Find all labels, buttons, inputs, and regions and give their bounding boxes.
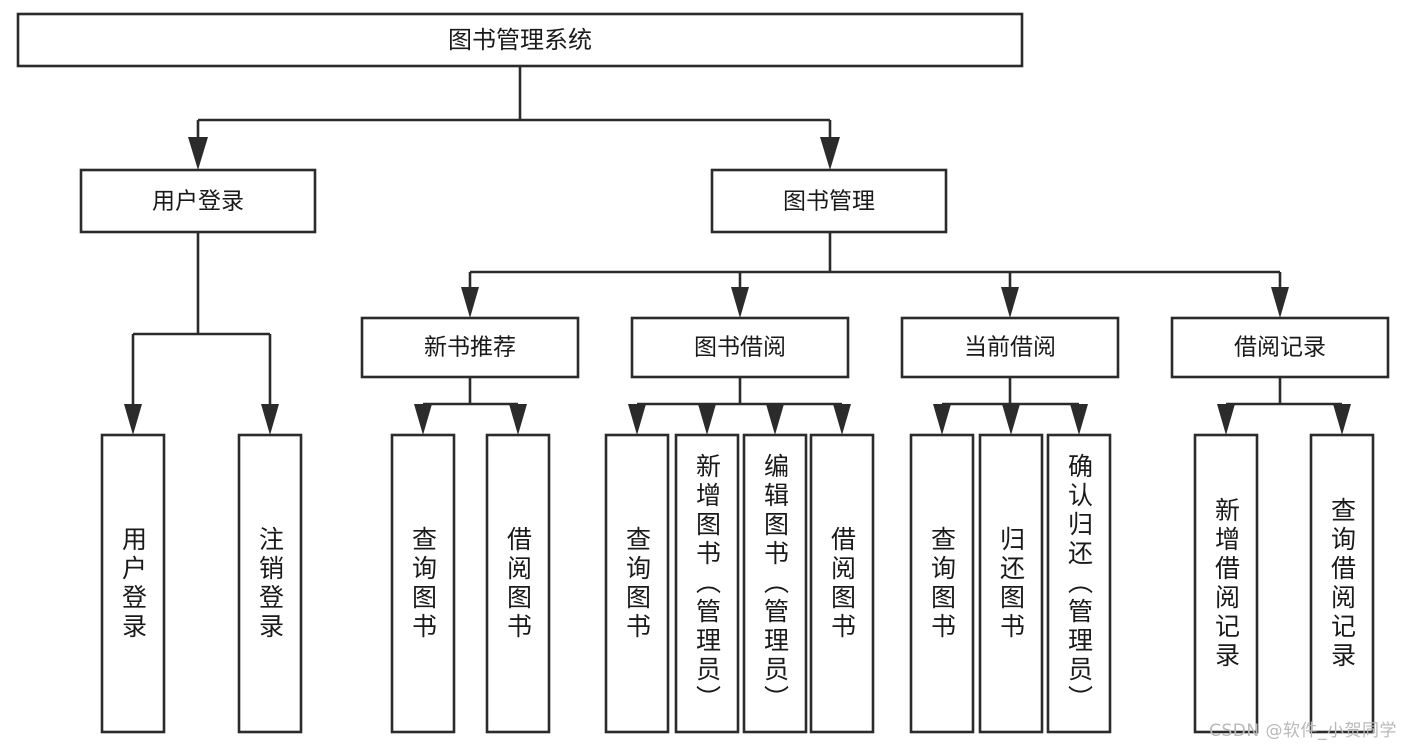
connector-group-root xyxy=(188,66,840,170)
connector-group-borrow-record xyxy=(1217,377,1351,435)
arrow-head-book-borrow xyxy=(731,287,749,318)
arrow-head-leaf-cb-3 xyxy=(1070,404,1088,435)
node-user-login-label: 用户登录 xyxy=(152,189,244,215)
leaf-box-nbr-2[interactable] xyxy=(485,433,551,734)
node-book-borrow[interactable]: 图书借阅 xyxy=(630,316,850,379)
node-current-borrow-box[interactable] xyxy=(900,316,1120,379)
node-current-borrow-label: 当前借阅 xyxy=(964,335,1056,361)
leaf-box-bb-4[interactable] xyxy=(809,433,875,734)
arrow-head-leaf-bb-1 xyxy=(628,404,646,435)
arrow-head-leaf-bb-2 xyxy=(698,404,716,435)
csdn-watermark: CSDN @软件_小贺同学 xyxy=(1209,721,1397,741)
arrow-head-leaf-cb-1 xyxy=(933,404,951,435)
arrow-head-leaf-user-login-1 xyxy=(124,404,142,435)
node-book-borrow-box[interactable] xyxy=(630,316,850,379)
node-book-borrow-label: 图书借阅 xyxy=(694,335,786,361)
arrow-head-leaf-user-login-2 xyxy=(261,404,279,435)
node-new-book-recommend-box[interactable] xyxy=(360,316,580,379)
arrow-head-leaf-br-2 xyxy=(1333,404,1351,435)
node-new-book-recommend-label: 新书推荐 xyxy=(424,335,516,361)
leaf-box-br-2[interactable] xyxy=(1309,433,1375,734)
node-root-box[interactable] xyxy=(16,12,1024,68)
node-root[interactable]: 图书管理系统 xyxy=(16,12,1024,68)
arrow-head-leaf-nbr-1 xyxy=(414,404,432,435)
node-root-label: 图书管理系统 xyxy=(448,26,592,54)
connector-group-user-login xyxy=(124,232,279,435)
node-book-management-box[interactable] xyxy=(710,168,948,234)
node-book-management[interactable]: 图书管理 xyxy=(710,168,948,234)
leaf-box-user-login-2[interactable] xyxy=(237,433,303,734)
leaf-box-br-1[interactable] xyxy=(1193,433,1259,734)
arrow-head-current-borrow xyxy=(1001,287,1019,318)
leaf-box-nbr-1[interactable] xyxy=(390,433,456,734)
node-borrow-record[interactable]: 借阅记录 xyxy=(1170,316,1390,379)
connector-group-book-mgmt xyxy=(461,232,1289,318)
arrow-head-leaf-nbr-2 xyxy=(509,404,527,435)
leaf-box-cb-1[interactable] xyxy=(909,433,975,734)
node-user-login[interactable]: 用户登录 xyxy=(79,168,317,234)
node-user-login-box[interactable] xyxy=(79,168,317,234)
node-book-management-label: 图书管理 xyxy=(783,189,875,215)
arrow-head-leaf-bb-4 xyxy=(833,404,851,435)
node-borrow-record-label: 借阅记录 xyxy=(1234,335,1326,361)
connector-group-new-book-recommend xyxy=(414,377,527,435)
leaf-box-bb-3[interactable] xyxy=(742,433,808,734)
node-new-book-recommend[interactable]: 新书推荐 xyxy=(360,316,580,379)
node-current-borrow[interactable]: 当前借阅 xyxy=(900,316,1120,379)
arrow-head-leaf-cb-2 xyxy=(1002,404,1020,435)
arrow-head-leaf-br-1 xyxy=(1217,404,1235,435)
arrow-head-borrow-record xyxy=(1271,287,1289,318)
arrow-head-leaf-bb-3 xyxy=(766,404,784,435)
arrow-head-new-book-recommend xyxy=(461,287,479,318)
leaf-box-bb-1[interactable] xyxy=(604,433,670,734)
leaf-box-cb-3[interactable] xyxy=(1046,433,1112,734)
leaf-box-user-login-1[interactable] xyxy=(100,433,166,734)
arrow-head-book-mgmt xyxy=(820,137,840,170)
arrow-head-user-login xyxy=(188,137,208,170)
connector-group-book-borrow xyxy=(628,377,851,435)
node-borrow-record-box[interactable] xyxy=(1170,316,1390,379)
leaf-box-bb-2[interactable] xyxy=(674,433,740,734)
connector-group-current-borrow xyxy=(933,377,1088,435)
leaf-box-cb-2[interactable] xyxy=(978,433,1044,734)
